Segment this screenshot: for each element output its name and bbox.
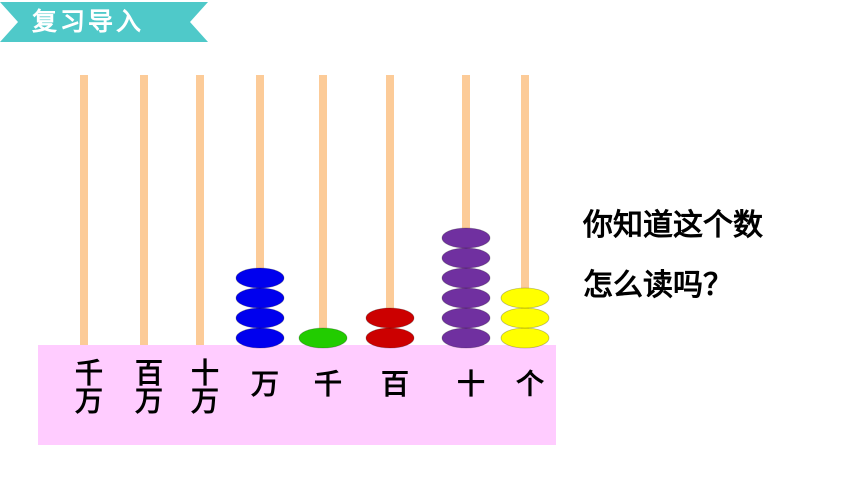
rod-millions bbox=[140, 75, 148, 345]
place-label-tens: 十 bbox=[453, 369, 486, 397]
header-badge: 复习导入 bbox=[0, 2, 208, 42]
bead-ones bbox=[500, 287, 550, 309]
place-label-ones: 个 bbox=[512, 369, 545, 397]
rod-hundreds bbox=[386, 75, 394, 345]
bead-tens bbox=[441, 287, 491, 309]
bead-ten-thousands bbox=[235, 267, 285, 289]
place-label-hundreds: 百 bbox=[377, 369, 410, 397]
header-ribbon-shape bbox=[0, 2, 208, 42]
rod-hundred-thousands bbox=[196, 75, 204, 345]
bead-ones bbox=[500, 327, 550, 349]
header-title: 复习导入 bbox=[32, 7, 145, 36]
place-label-hundred-thousands: 十万 bbox=[187, 358, 220, 414]
bead-tens bbox=[441, 247, 491, 269]
rod-ten-thousands bbox=[256, 75, 264, 345]
bead-tens bbox=[441, 267, 491, 289]
abacus-frame bbox=[38, 345, 556, 445]
place-label-ten-thousands: 万 bbox=[247, 369, 280, 397]
rod-thousands bbox=[319, 75, 327, 345]
question-line-1: 你知道这个数 bbox=[583, 208, 763, 243]
rod-ones bbox=[521, 75, 529, 345]
bead-tens bbox=[441, 227, 491, 249]
bead-tens bbox=[441, 327, 491, 349]
bead-ten-thousands bbox=[235, 307, 285, 329]
bead-thousands bbox=[298, 327, 348, 349]
bead-hundreds bbox=[365, 307, 415, 329]
rod-ten-millions bbox=[80, 75, 88, 345]
bead-ten-thousands bbox=[235, 287, 285, 309]
place-label-millions: 百万 bbox=[131, 358, 164, 414]
question-line-2: 怎么读吗？ bbox=[583, 268, 733, 303]
abacus-beads bbox=[235, 227, 550, 349]
rod-tens bbox=[462, 75, 470, 345]
bead-ten-thousands bbox=[235, 327, 285, 349]
bead-tens bbox=[441, 307, 491, 329]
place-label-thousands: 千 bbox=[310, 369, 343, 397]
bead-hundreds bbox=[365, 327, 415, 349]
place-label-ten-millions: 千万 bbox=[71, 358, 104, 414]
bead-ones bbox=[500, 307, 550, 329]
abacus-rods bbox=[80, 75, 529, 345]
